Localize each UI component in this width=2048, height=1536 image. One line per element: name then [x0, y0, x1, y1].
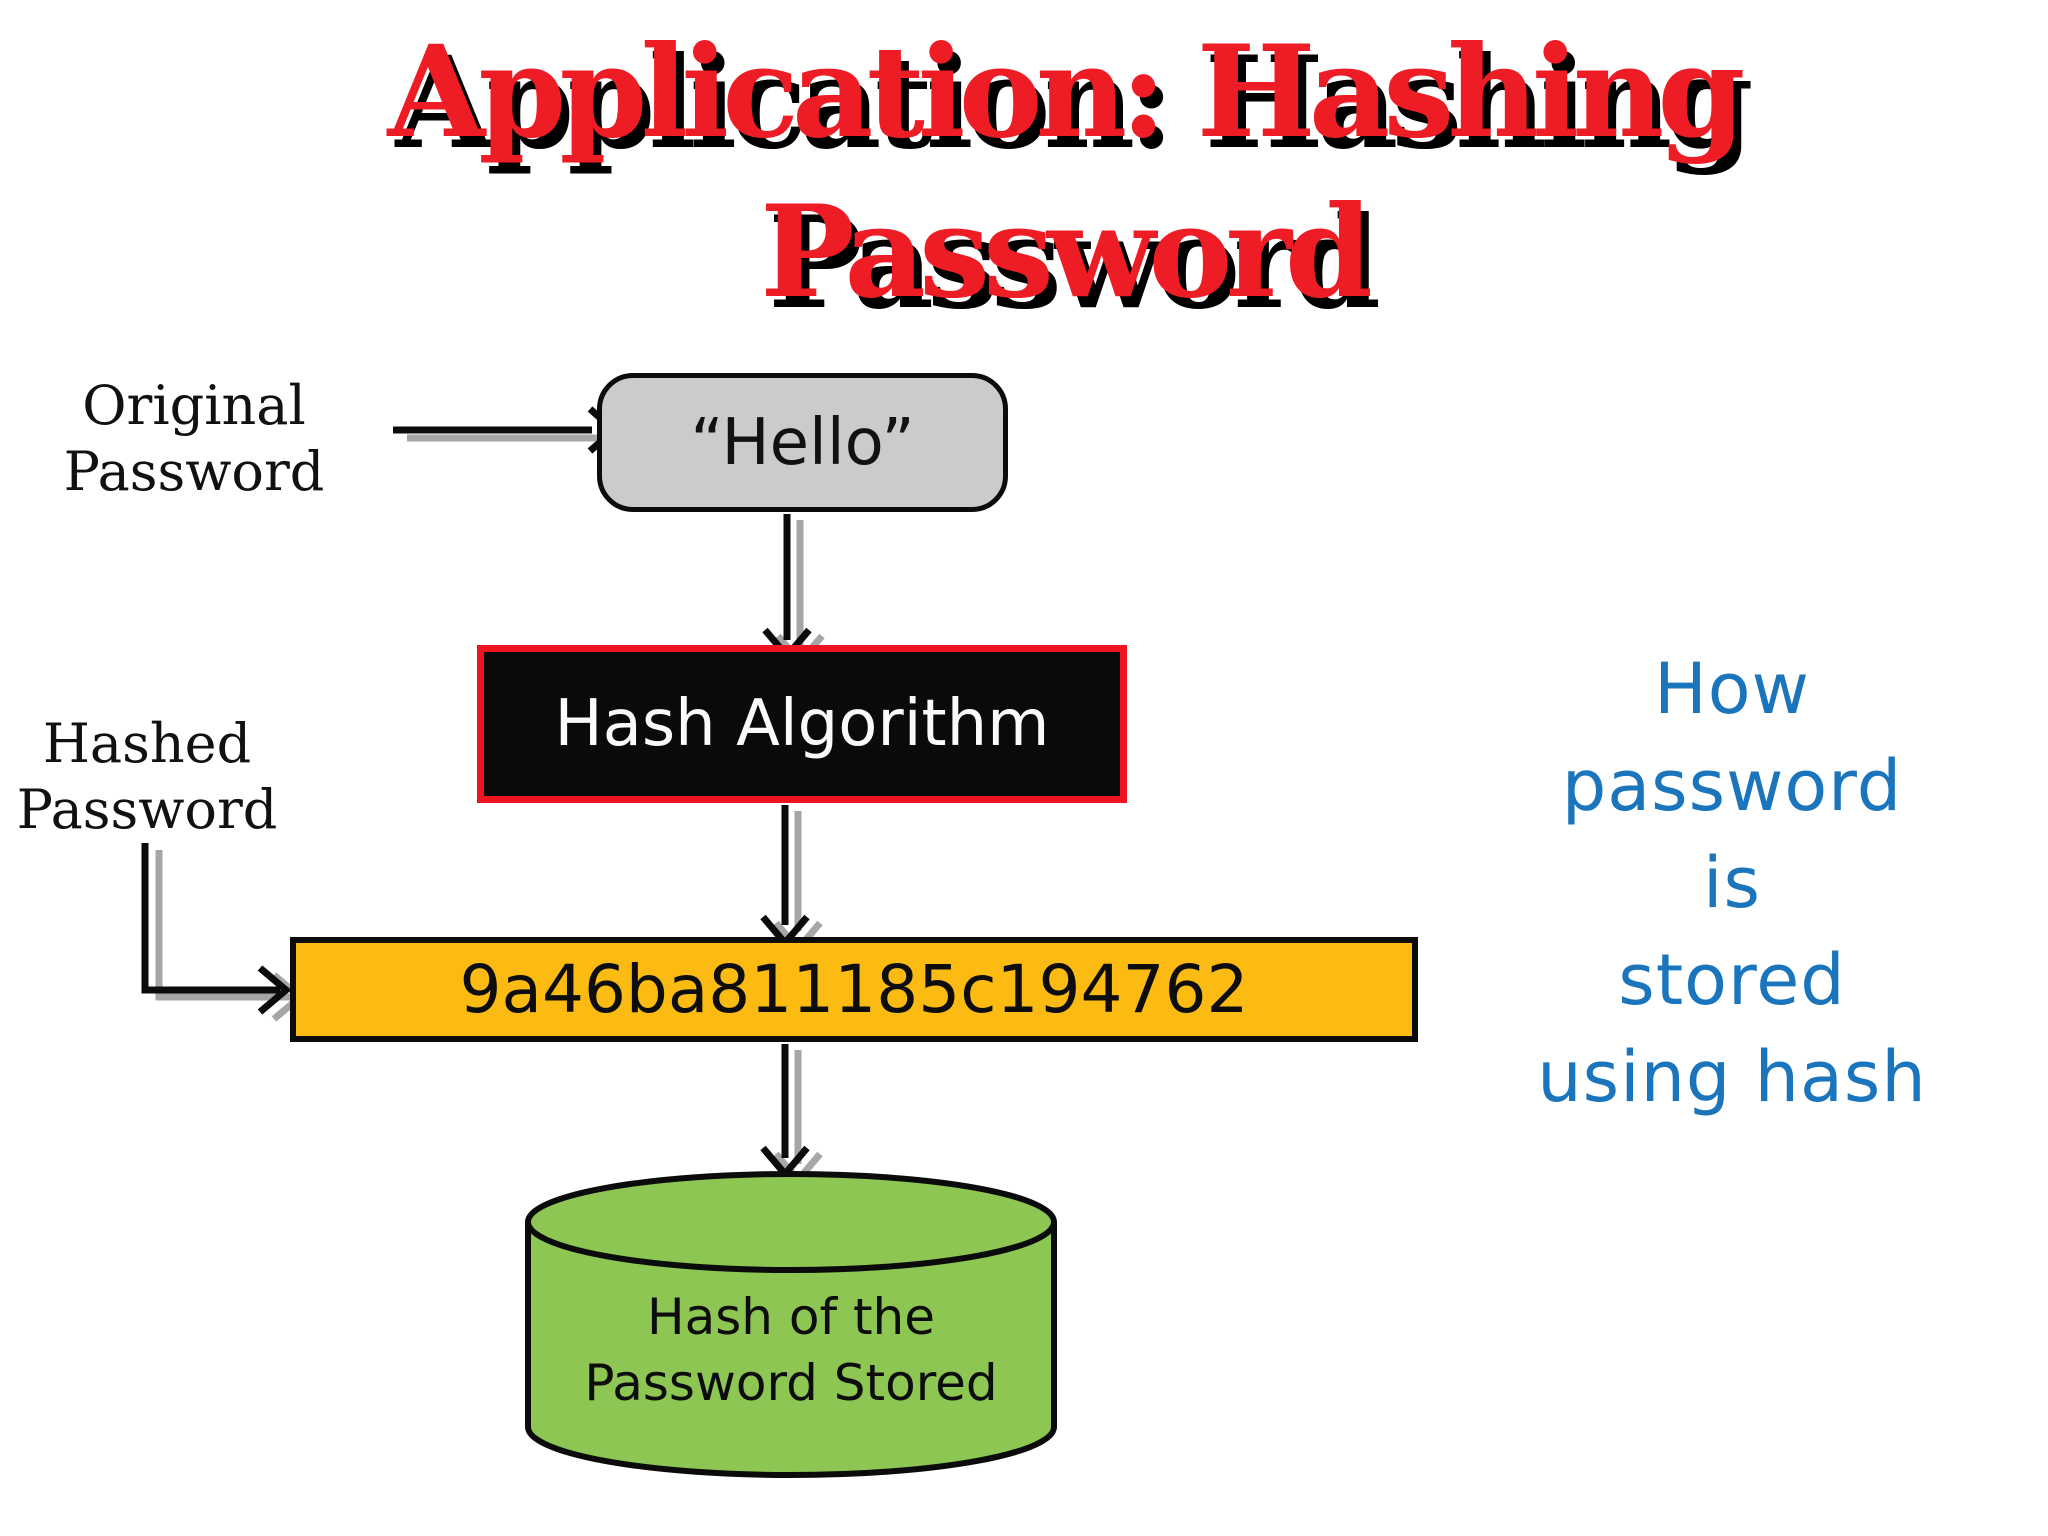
hash-algorithm-box: Hash Algorithm: [477, 645, 1127, 803]
annotation-line-5: using hash: [1537, 1036, 1927, 1118]
hashed-label-line2: Password: [16, 778, 278, 841]
database-label-line1: Hash of the: [646, 1288, 935, 1346]
annotation-line-4: stored: [1618, 939, 1846, 1021]
database-label-line2: Password Stored: [584, 1354, 998, 1412]
arrow-hashed-label-to-value: [141, 843, 292, 1015]
page-title-line1: Application: Hashing: [387, 18, 1746, 166]
side-annotation: How password is stored using hash: [1537, 641, 1926, 1126]
original-password-text: “Hello”: [690, 405, 915, 480]
hash-value-text: 9a46ba811185c194762: [459, 951, 1249, 1028]
hash-algorithm-text: Hash Algorithm: [554, 687, 1050, 761]
hash-value-box: 9a46ba811185c194762: [290, 937, 1418, 1042]
original-label-line1: Original: [82, 374, 306, 437]
original-label-line2: Password: [63, 440, 325, 503]
page-title-line2: Password: [760, 178, 1373, 326]
annotation-line-2: password: [1561, 745, 1903, 827]
original-password-box: “Hello”: [597, 373, 1008, 512]
arrow-original-to-hello: [393, 406, 620, 454]
database-label: Hash of the Password Stored: [584, 1284, 997, 1416]
database-cylinder: [525, 1171, 1057, 1478]
hashed-password-label: Hashed Password: [17, 711, 278, 843]
annotation-line-1: How: [1654, 648, 1810, 730]
original-password-label: Original Password: [64, 373, 325, 505]
annotation-line-3: is: [1703, 842, 1761, 924]
page-title: Application: Hashing Password: [387, 12, 1746, 332]
hashed-label-line1: Hashed: [42, 712, 252, 775]
